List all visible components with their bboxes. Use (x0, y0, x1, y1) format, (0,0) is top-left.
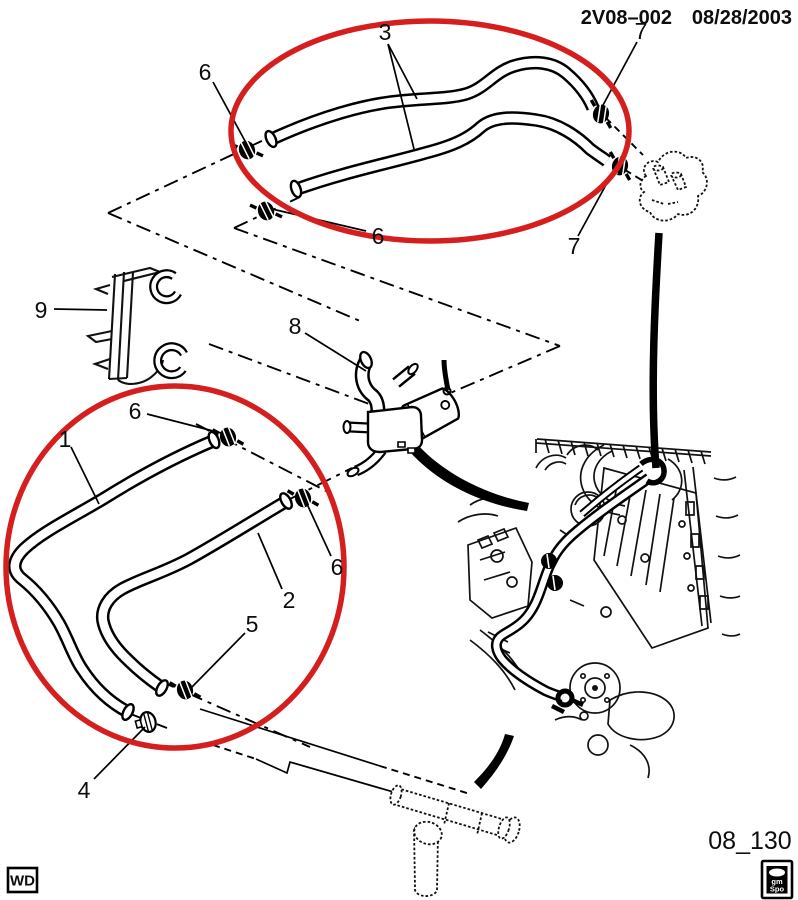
callout-labels: 3 6 7 7 9 8 6 1 6 6 2 5 4 (35, 18, 648, 803)
callout-6-top-left: 6 (199, 59, 212, 85)
callout-4: 4 (78, 777, 91, 803)
hose-3b (289, 111, 612, 199)
wd-stamp: WD (6, 866, 39, 894)
callout-3: 3 (379, 19, 392, 45)
heater-pipes-on-engine (490, 456, 667, 715)
figure-code: 08_130 (708, 827, 791, 855)
callout-6-hose2: 6 (331, 554, 344, 580)
hose-3a (264, 55, 600, 149)
callout-9: 9 (35, 297, 48, 323)
logo-text-top: gm (771, 877, 783, 886)
logo-oval (769, 868, 785, 877)
leader-lines (53, 41, 638, 780)
gm-spo-logo: gm Spo (760, 859, 794, 900)
hose-group-bottom (8, 421, 321, 736)
callout-2: 2 (283, 587, 296, 613)
hose-group-top (229, 55, 638, 228)
hose-bracket-part-9 (85, 266, 188, 385)
logo-text-bottom: Spo (770, 885, 785, 894)
hose-1 (8, 430, 221, 721)
callout-7-lower: 7 (568, 233, 581, 259)
inlet-tee-fitting (389, 784, 521, 897)
callout-6-hose1: 6 (129, 398, 142, 424)
wd-stamp-label: WD (10, 873, 35, 890)
title-block: 2V08–002 08/28/2003 (581, 7, 792, 29)
drawing-date: 08/28/2003 (692, 7, 792, 29)
callout-7-upper: 7 (635, 18, 648, 44)
clamp-4 (132, 709, 159, 736)
callout-5: 5 (246, 611, 259, 637)
hose-2 (95, 492, 293, 697)
drawing-number: 2V08–002 (581, 7, 672, 29)
engine-outlet-fitting (638, 150, 708, 222)
bold-pointer-arrows (410, 232, 663, 789)
clamp-5 (167, 674, 203, 706)
highlight-ellipse-top (228, 18, 632, 244)
phantom-centerlines (107, 117, 656, 801)
callout-6-mid: 6 (372, 223, 385, 249)
engine-illustration (457, 438, 741, 779)
highlight-ellipse-bottom (3, 383, 347, 751)
heater-valve-part-8 (342, 350, 461, 478)
callout-8: 8 (289, 313, 302, 339)
callout-1: 1 (59, 426, 72, 452)
